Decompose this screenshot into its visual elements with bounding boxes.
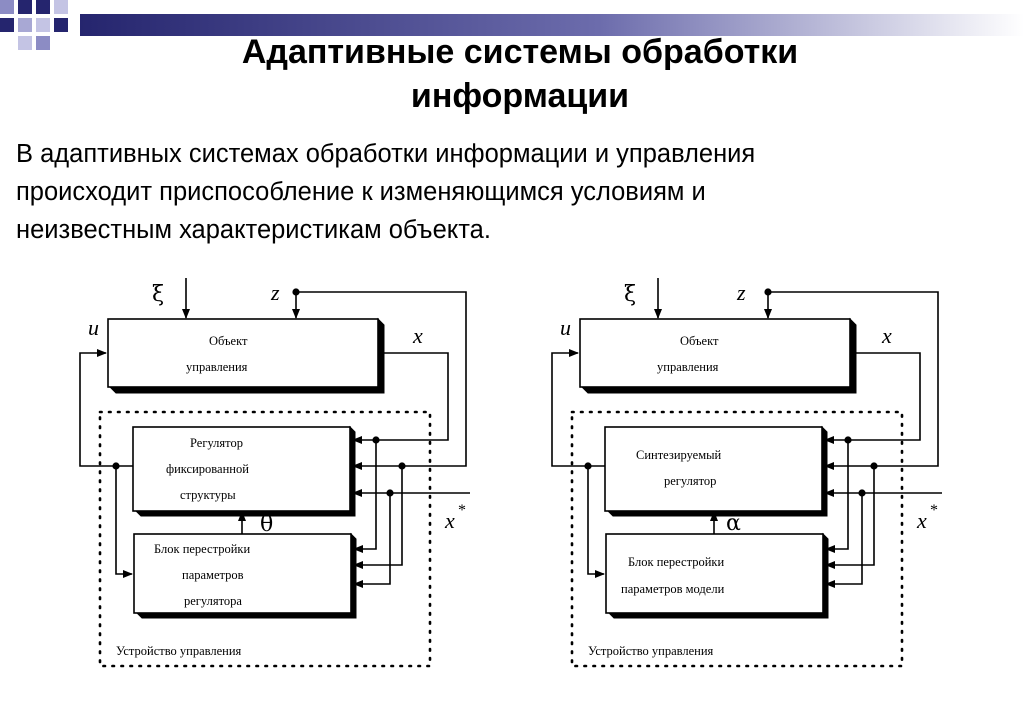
right-object-box [579,317,857,394]
left-control-device-frame [98,410,432,668]
right-xi-label: ξ [624,282,636,307]
title-line-2: информации [410,77,630,115]
left-z-feedback-line [296,291,467,470]
left-xstar-star: * [458,502,466,519]
left-x-to-tuner-line [353,440,377,553]
left-device-label: Устройство управления [116,644,242,658]
left-theta-label: θ [260,512,273,537]
right-object-label-2: управления [657,360,719,374]
right-x-feedback-line [824,352,921,444]
right-xstar-star: * [930,502,938,519]
right-u-control-line [551,349,605,467]
slide-corner-decoration [0,0,1024,50]
left-regulator-label-2: фиксированной [166,462,249,476]
right-regulator-label-1: Синтезируемый [636,448,722,462]
left-xstar-to-tuner-line [353,493,391,588]
intro-line-2: происходит приспособление к изменяющимся… [16,178,706,206]
left-tuner-label-1: Блок перестройки [154,542,250,556]
right-tuner-label-1: Блок перестройки [628,555,724,569]
left-object-label-2: управления [186,360,248,374]
right-alpha-label: α [726,511,741,536]
left-regulator-label-1: Регулятор [190,436,243,450]
right-tuner-box [605,532,829,619]
intro-line-3: неизвестным характеристикам объекта. [16,216,491,244]
right-control-device-frame [570,410,904,668]
right-x-to-tuner-line [825,440,849,553]
left-u-to-tuner-line [115,466,133,578]
left-tuner-label-2: параметров [182,568,244,582]
left-regulator-box [132,425,356,517]
left-xi-label: ξ [152,282,164,307]
right-regulator-box [604,425,828,517]
intro-line-1: В адаптивных системах обработки информац… [16,140,756,168]
right-tuner-label-2: параметров модели [621,582,725,596]
right-z-feedback-line [768,291,939,470]
left-u-label: u [88,315,99,340]
right-object-label-1: Объект [680,334,719,348]
right-xstar-label: x [916,508,927,533]
left-diagram [79,278,470,668]
left-tuner-label-3: регулятора [184,594,242,608]
right-device-label: Устройство управления [588,644,714,658]
left-xstar-label: x [444,508,455,533]
right-u-to-tuner-line [587,466,605,578]
left-x-label: x [412,323,423,348]
right-z-label: z [736,280,746,305]
right-z-to-tuner-line [825,466,875,569]
left-z-to-tuner-line [353,466,403,569]
left-junction-dots [112,288,406,497]
left-object-box [107,317,385,394]
right-junction-dots [584,288,878,497]
left-object-label-1: Объект [209,334,248,348]
intro-paragraph: В адаптивных системах обработки информац… [16,135,1006,249]
right-xstar-to-tuner-line [825,493,863,588]
right-u-label: u [560,315,571,340]
left-u-control-line [79,349,133,467]
right-diagram [551,278,942,668]
left-x-feedback-line [352,352,449,444]
slide-title: Адаптивные системы обработки информации [120,30,920,118]
right-regulator-label-2: регулятор [664,474,716,488]
left-z-label: z [270,280,280,305]
title-line-1: Адаптивные системы обработки [241,33,799,71]
left-regulator-label-3: структуры [180,488,236,502]
right-x-label: x [881,323,892,348]
